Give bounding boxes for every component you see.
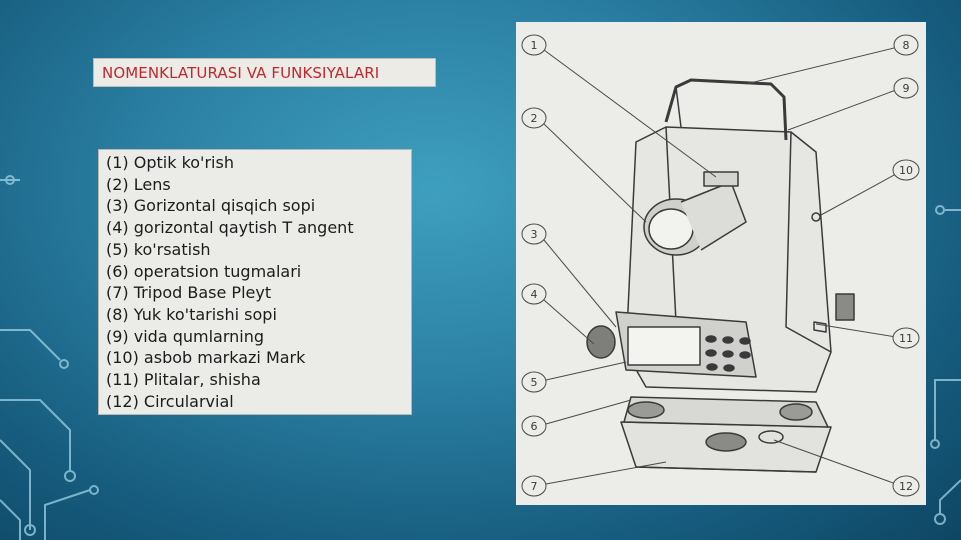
list-item: (10) asbob markazi Mark xyxy=(106,348,306,368)
svg-text:4: 4 xyxy=(531,288,538,301)
nomenclature-list: (1) Optik ko'rish (2) Lens (3) Gorizonta… xyxy=(98,149,412,415)
list-item: (2) Lens xyxy=(106,174,171,194)
list-item: (9) vida qumlarning xyxy=(106,326,265,346)
svg-text:11: 11 xyxy=(899,332,913,345)
callout-3: 3 xyxy=(521,223,547,245)
theodolite-diagram: 1 2 3 4 5 6 7 xyxy=(516,22,926,505)
svg-text:2: 2 xyxy=(531,112,538,125)
callout-12: 12 xyxy=(892,475,920,497)
list-item: (12) Circularvial xyxy=(106,391,234,411)
slide-title: NOMENKLATURASI VA FUNKSIYALARI xyxy=(93,58,436,87)
svg-text:12: 12 xyxy=(899,480,913,493)
list-item: (4) gorizontal qaytish T angent xyxy=(106,218,354,238)
list-item: (11) Plitalar, shisha xyxy=(106,370,261,390)
svg-text:5: 5 xyxy=(531,376,538,389)
svg-text:1: 1 xyxy=(531,39,538,52)
callout-7: 7 xyxy=(521,475,547,497)
callout-4: 4 xyxy=(521,283,547,305)
svg-text:7: 7 xyxy=(531,480,538,493)
callout-9: 9 xyxy=(893,77,919,99)
callout-10: 10 xyxy=(892,159,920,181)
svg-text:6: 6 xyxy=(531,420,538,433)
list-item: (5) ko'rsatish xyxy=(106,239,211,259)
list-item: (7) Tripod Base Pleyt xyxy=(106,283,272,303)
callout-1: 1 xyxy=(521,34,547,56)
callout-8: 8 xyxy=(893,34,919,56)
list-item: (1) Optik ko'rish xyxy=(106,153,234,172)
svg-text:9: 9 xyxy=(903,82,910,95)
callout-11: 11 xyxy=(892,327,920,349)
callout-2: 2 xyxy=(521,107,547,129)
svg-text:8: 8 xyxy=(903,39,910,52)
svg-text:3: 3 xyxy=(531,228,538,241)
theodolite-drawing: 1 2 3 4 5 6 7 xyxy=(521,34,920,497)
callout-6: 6 xyxy=(521,415,547,437)
list-item: (3) Gorizontal qisqich sopi xyxy=(106,196,316,216)
callout-5: 5 xyxy=(521,371,547,393)
svg-text:10: 10 xyxy=(899,164,913,177)
list-item: (6) operatsion tugmalari xyxy=(106,261,302,281)
list-item: (8) Yuk ko'tarishi sopi xyxy=(106,304,277,324)
